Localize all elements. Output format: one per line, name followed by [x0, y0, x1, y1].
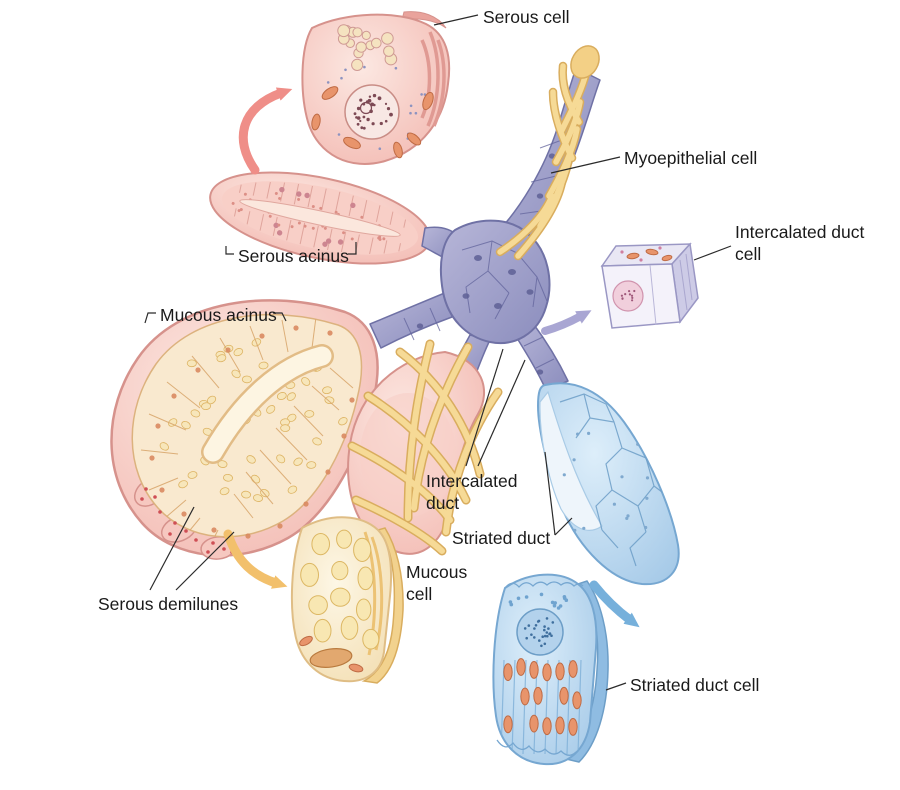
label-striated-duct-cell: Striated duct cell [630, 675, 760, 695]
intercalated-cell-mitochondria [626, 248, 673, 262]
label-myoepithelial-cell: Myoepithelial cell [624, 148, 758, 168]
serous-cell-membrane-folds [420, 31, 446, 127]
duct-cell-nuclei [416, 153, 556, 375]
transition-arrows [223, 87, 640, 628]
mucous-cell-nucleus [309, 648, 353, 668]
intercalated-cell-nucleus [612, 280, 644, 312]
striated-cell-nucleus [516, 608, 564, 656]
label-serous-demilunes: Serous demilunes [98, 594, 239, 614]
label-mucous-cell: Mucous cell [406, 562, 468, 605]
label-serous-acinus: Serous acinus [238, 246, 349, 266]
mucous-cell-mitochondria [299, 635, 364, 673]
arrow-mucous-cell [223, 529, 288, 589]
serous-cell-inset [301, 11, 451, 165]
striated-duct-shape [536, 382, 680, 586]
intercalated-cell-granules [620, 246, 662, 262]
serous-cell-nucleolus [359, 101, 373, 115]
striated-cell-apical-ruffle [504, 581, 584, 589]
myoepithelial-strands-upper [500, 45, 600, 256]
label-mucous-acinus: Mucous acinus [160, 305, 277, 325]
label-striated-duct: Striated duct [452, 528, 551, 548]
arrow-striated-duct-cell [589, 580, 640, 628]
striated-cell-basal-infoldings [496, 739, 577, 756]
mucous-cell-inset [290, 516, 404, 684]
label-serous-cell: Serous cell [483, 7, 570, 27]
arrow-serous-cell [238, 87, 293, 175]
label-intercalated-duct-cell: Intercalated duct cell [735, 222, 865, 265]
striated-duct-cell-inset [492, 573, 609, 766]
intercalated-duct-cell-inset [600, 242, 699, 329]
duct-cell-boundaries [403, 139, 563, 369]
leader-lines [144, 14, 732, 691]
arrow-intercalated-duct-cell [541, 310, 592, 335]
serous-cell-mitochondria [311, 86, 434, 159]
intercalated-cell-folds [679, 253, 693, 311]
mucous-acinus-shape [110, 299, 379, 560]
label-intercalated-duct: Intercalated duct [426, 471, 518, 514]
